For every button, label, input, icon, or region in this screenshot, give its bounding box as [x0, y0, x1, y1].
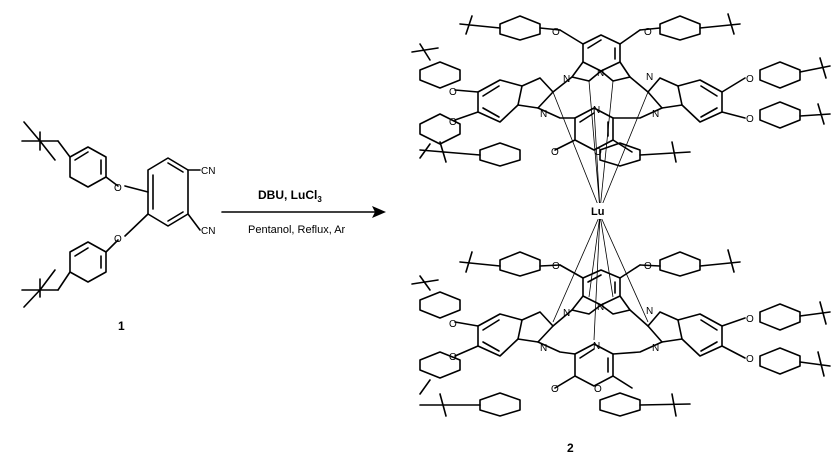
compound-2-atom-labels: N N N N N N O O O O O O O O N N N N N N … [449, 27, 754, 395]
oxygen-atom: O [449, 352, 457, 363]
nitrile-label-bottom: CN [201, 226, 215, 237]
upper-phthalocyanine-ligand [411, 13, 831, 167]
oxygen-atom: O [746, 74, 754, 85]
lower-phthalocyanine-ligand [411, 249, 831, 417]
oxygen-atom: O [551, 384, 559, 395]
oxygen-atom-top: O [114, 183, 122, 194]
nitrogen-atom: N [652, 109, 659, 120]
oxygen-atom: O [552, 261, 560, 272]
oxygen-atom: O [449, 117, 457, 128]
compound-1-label: 1 [118, 319, 125, 333]
oxygen-atom: O [746, 114, 754, 125]
oxygen-atom: O [449, 319, 457, 330]
lutetium-atom: Lu [591, 206, 604, 218]
conditions-label: Pentanol, Reflux, Ar [248, 224, 346, 236]
oxygen-atom: O [746, 314, 754, 325]
oxygen-atom: O [644, 261, 652, 272]
nitrogen-atom: N [646, 306, 653, 317]
compound-1-structure [21, 121, 201, 308]
nitrogen-atom: N [563, 74, 570, 85]
oxygen-atom: O [449, 87, 457, 98]
nitrogen-atom: N [593, 105, 600, 116]
nitrogen-atom: N [540, 109, 547, 120]
oxygen-atom: O [644, 27, 652, 38]
oxygen-atom: O [551, 147, 559, 158]
coordination-bonds [552, 80, 649, 341]
oxygen-atom: O [746, 354, 754, 365]
reaction-arrow [221, 206, 386, 218]
nitrogen-atom: N [597, 302, 604, 313]
nitrogen-atom: N [563, 308, 570, 319]
oxygen-atom: O [594, 384, 602, 395]
central-benzene-ring [147, 157, 189, 227]
oxygen-atom-bottom: O [114, 234, 122, 245]
nitrogen-atom: N [540, 343, 547, 354]
oxygen-atom: O [594, 147, 602, 158]
reagent-label: DBU, LuCl [258, 188, 317, 202]
reagent-subscript: 3 [317, 195, 322, 204]
nitrile-label-top: CN [201, 166, 215, 177]
nitrogen-atom: N [646, 72, 653, 83]
nitrogen-atom: N [652, 343, 659, 354]
oxygen-atom: O [552, 27, 560, 38]
compound-2-label: 2 [567, 441, 574, 455]
svg-text:DBU, LuCl3: DBU, LuCl3 [258, 188, 322, 204]
nitrogen-atom: N [593, 341, 600, 352]
nitrogen-atom: N [597, 68, 604, 79]
